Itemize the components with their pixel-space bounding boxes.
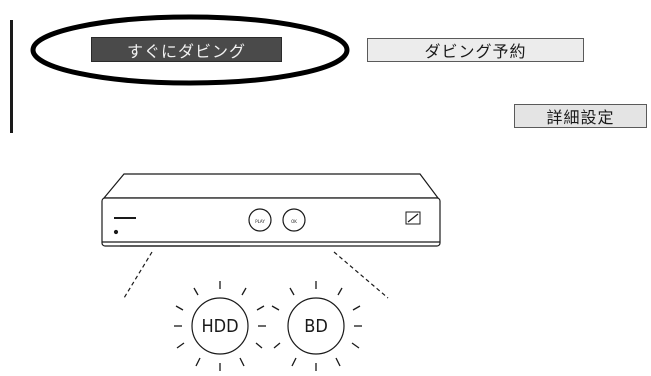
svg-text:PLAY: PLAY <box>255 219 265 224</box>
hdd-disk-icon: HDD <box>174 281 266 371</box>
dub-reserve-button[interactable]: ダビング予約 <box>367 38 584 62</box>
bd-label: BD <box>304 316 328 337</box>
hdd-label: HDD <box>201 316 238 337</box>
dub-now-button[interactable]: すぐにダビング <box>91 37 282 62</box>
svg-text:OK: OK <box>291 219 297 224</box>
bd-disk-icon: BD <box>271 281 362 371</box>
recorder-device-icon: PLAY OK <box>101 173 441 247</box>
device-illustration: PLAY OK HDD <box>101 173 441 371</box>
detail-settings-button[interactable]: 詳細設定 <box>514 104 647 128</box>
left-divider-line <box>10 20 13 133</box>
